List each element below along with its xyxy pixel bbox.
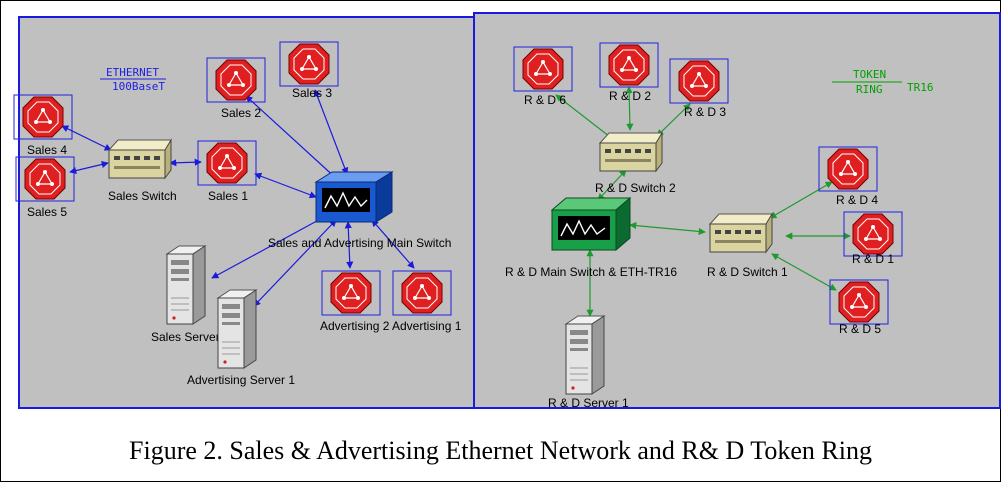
ethernet-segment-legend: ETHERNET 100BaseT: [100, 66, 166, 93]
switch-icon: [709, 213, 773, 253]
node-label-sales-server: Sales Server 1: [151, 330, 230, 344]
link-sales3-main-switch: [313, 89, 349, 175]
node-label-sales5: Sales 5: [27, 205, 67, 219]
workstation-icon: [392, 270, 452, 316]
link-main-switch-adv2: [344, 221, 354, 269]
node-label-rd1: R & D 1: [852, 252, 894, 266]
node-label-adv2: Advertising 2: [320, 319, 390, 333]
node-label-sales-switch: Sales Switch: [108, 189, 177, 203]
node-rd1[interactable]: R & D 1: [843, 211, 903, 266]
node-adv2[interactable]: Advertising 2: [320, 270, 390, 333]
node-rd4[interactable]: R & D 4: [818, 146, 878, 207]
link-rd-switch2-main: [597, 169, 627, 201]
server-icon: [166, 245, 206, 325]
node-label-rd-server: R & D Server 1: [548, 396, 629, 410]
workstation-icon: [669, 58, 729, 104]
node-label-sales4: Sales 4: [27, 143, 67, 157]
node-label-rd6: R & D 6: [524, 93, 566, 107]
node-label-rd3: R & D 3: [684, 105, 726, 119]
node-sales2[interactable]: Sales 2: [206, 57, 266, 120]
main-switch-green-icon: [550, 196, 632, 252]
server-icon: [217, 289, 257, 369]
workstation-icon: [206, 57, 266, 103]
link-main-switch-adv-server: [253, 219, 337, 307]
link-rd-switch1-rd5: [771, 253, 837, 291]
ethernet-links: [61, 89, 415, 307]
link-rd6-rd-switch2: [555, 94, 615, 141]
ethernet-segment-top: ETHERNET: [106, 66, 159, 79]
node-sales3[interactable]: Sales 3: [279, 41, 339, 100]
main-switch-blue-icon: [314, 171, 394, 223]
node-label-rd4: R & D 4: [836, 193, 878, 207]
node-sales-adv-main-switch[interactable]: Sales and Advertising Main Switch: [268, 171, 451, 250]
node-label-rd-switch1: R & D Switch 1: [707, 265, 788, 279]
ethernet-segment-bottom: 100BaseT: [112, 80, 165, 93]
link-sales-switch-sales1: [169, 158, 202, 167]
token-ring-links: [555, 86, 851, 317]
figure-caption: Figure 2. Sales & Advertising Ethernet N…: [129, 436, 872, 465]
node-label-sales3: Sales 3: [292, 86, 332, 100]
node-label-rd5: R & D 5: [839, 322, 881, 336]
switch-icon: [108, 139, 172, 179]
node-rd6[interactable]: R & D 6: [513, 46, 573, 107]
workstation-icon: [599, 42, 659, 88]
node-sales-switch[interactable]: Sales Switch: [108, 139, 177, 203]
node-sales5[interactable]: Sales 5: [15, 156, 75, 219]
link-sales1-main-switch: [254, 172, 317, 199]
node-sales4[interactable]: Sales 4: [13, 94, 73, 157]
node-label-adv1: Advertising 1: [392, 319, 462, 333]
node-rd-switch2[interactable]: R & D Switch 2: [595, 132, 676, 195]
server-icon: [565, 315, 605, 395]
workstation-icon: [321, 270, 381, 316]
node-label-rd-main-switch: R & D Main Switch & ETH-TR16: [505, 265, 677, 279]
link-rd2-rd-switch2: [625, 86, 634, 131]
node-rd3[interactable]: R & D 3: [669, 58, 729, 119]
node-label-adv-server: Advertising Server 1: [187, 373, 295, 387]
node-rd2[interactable]: R & D 2: [599, 42, 659, 103]
token-segment-right: TR16: [907, 81, 934, 94]
workstation-icon: [279, 41, 339, 87]
token-segment-top: TOKEN: [853, 68, 886, 81]
token-segment-bottom: RING: [856, 83, 883, 96]
node-label-main-switch: Sales and Advertising Main Switch: [268, 236, 451, 250]
link-main-switch-adv1: [371, 219, 415, 269]
node-rd5[interactable]: R & D 5: [829, 279, 889, 336]
workstation-icon: [829, 279, 889, 325]
node-rd-main-switch[interactable]: R & D Main Switch & ETH-TR16: [505, 196, 677, 279]
switch-icon: [599, 132, 663, 172]
workstation-icon: [513, 46, 573, 92]
link-rd-switch1-rd4: [769, 181, 833, 219]
network-diagram: ETHERNET 100BaseT TOKEN RING TR16 Sales …: [13, 41, 934, 410]
workstation-icon: [13, 94, 73, 140]
node-label-rd2: R & D 2: [609, 89, 651, 103]
node-label-rd-switch2: R & D Switch 2: [595, 181, 676, 195]
node-sales1[interactable]: Sales 1: [197, 140, 257, 203]
link-sales4-sales-switch: [61, 125, 112, 151]
node-sales-server[interactable]: Sales Server 1: [151, 245, 230, 344]
workstation-icon: [843, 211, 903, 257]
node-rd-server[interactable]: R & D Server 1: [548, 315, 629, 410]
token-ring-segment-legend: TOKEN RING TR16: [832, 68, 934, 96]
link-rd3-rd-switch2: [656, 103, 691, 137]
workstation-icon: [197, 140, 257, 186]
node-adv1[interactable]: Advertising 1: [392, 270, 462, 333]
node-label-sales1: Sales 1: [208, 189, 248, 203]
link-sales5-sales-switch: [69, 160, 109, 175]
node-rd-switch1[interactable]: R & D Switch 1: [707, 213, 788, 279]
workstation-icon: [15, 156, 75, 202]
link-main-rd-switch1: [629, 222, 706, 235]
node-adv-server[interactable]: Advertising Server 1: [187, 289, 295, 387]
node-label-sales2: Sales 2: [221, 106, 261, 120]
